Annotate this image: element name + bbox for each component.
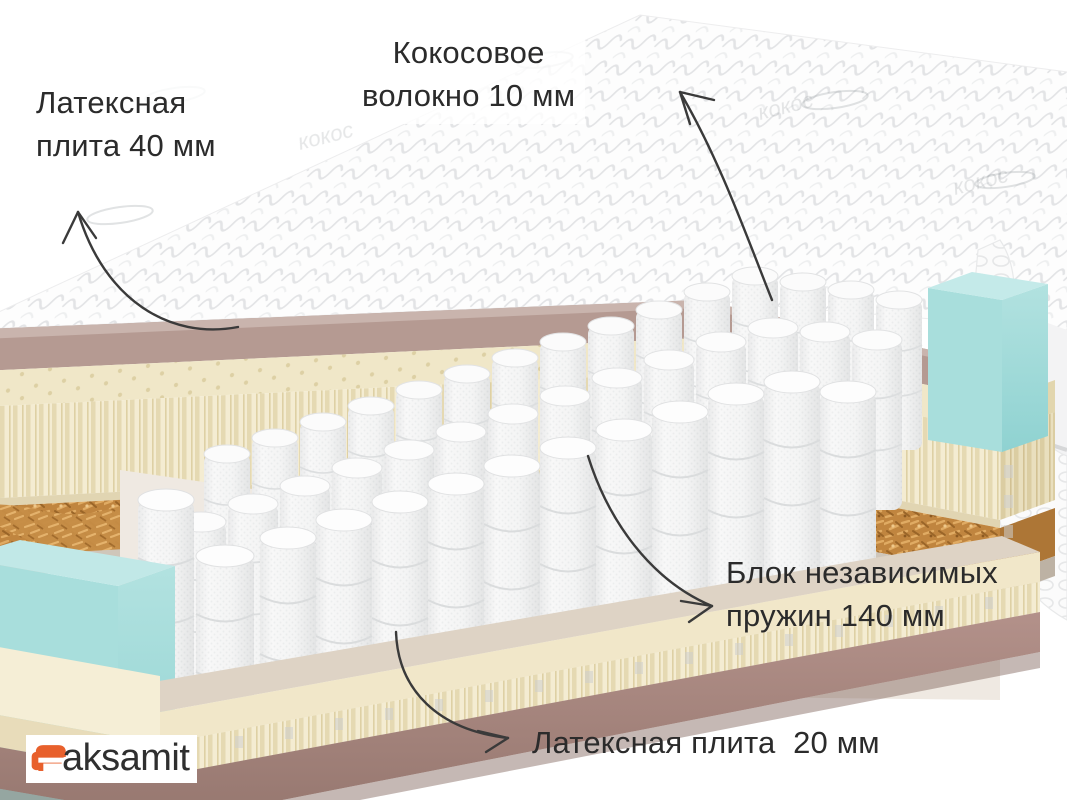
label-independent-springs-140mm: Блок независимых пружин 140 мм (726, 555, 998, 633)
latex-plate-bottom-layer (0, 536, 1040, 800)
base-edge-stitches (235, 465, 1013, 748)
svg-text:кокос: кокос (295, 117, 356, 155)
arrow-to-latex-top (61, 210, 240, 331)
arrow-to-springs (586, 454, 714, 624)
label-latex-plate-40mm: Латексная плита 40 мм (26, 78, 226, 174)
label-coconut-fiber-10mm: Кокосовое волокно 10 мм (352, 28, 586, 124)
side-support-foam-right (928, 272, 1048, 452)
spring-rows-back (137, 266, 923, 754)
label-latex-plate-20mm: Латексная плита 20 мм (532, 725, 880, 760)
arrow-to-latex-bottom (394, 630, 510, 754)
arrow-to-coconut (678, 90, 774, 302)
brand-wordmark: aksamit (62, 737, 190, 779)
armchair-icon (30, 741, 70, 775)
brand-logo: aksamit (26, 735, 198, 783)
